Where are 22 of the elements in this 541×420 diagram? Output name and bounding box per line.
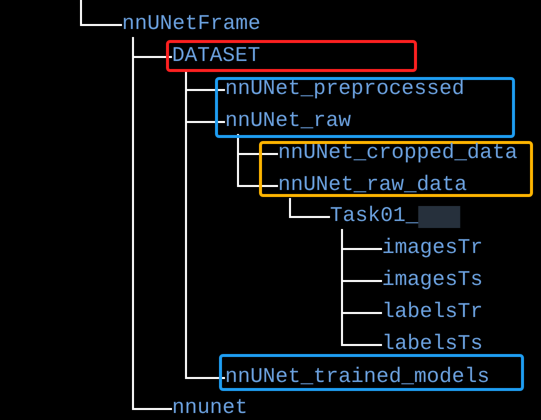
folder-name: imagesTr (382, 237, 483, 261)
tree-connector (132, 37, 172, 410)
highlight-frame (219, 354, 524, 391)
tree-connector (289, 198, 330, 218)
tree-connector (185, 69, 225, 379)
folder-name: imagesTs (382, 269, 483, 293)
folder-name: nnUNet_raw (225, 110, 352, 134)
folder-name: Task01_ (330, 205, 418, 229)
folder-name: labelsTr (382, 301, 483, 325)
folder-name: nnUNetFrame (122, 13, 261, 37)
folder-name: nnUNet_trained_models (225, 366, 490, 390)
highlight-frame (259, 141, 533, 197)
highlight-frame (166, 40, 417, 72)
folder-name: nnUNet_raw_data (278, 174, 468, 198)
folder-name: nnunet (172, 397, 248, 420)
tree-connector (341, 229, 382, 346)
highlight-frame (215, 77, 515, 138)
folder-name: DATASET (172, 45, 260, 69)
folder-name: nnUNet_cropped_data (278, 142, 518, 166)
folder-name: labelsTs (382, 333, 483, 357)
folder-name: nnUNet_preprocessed (225, 78, 464, 102)
tree-connector (80, 0, 122, 26)
